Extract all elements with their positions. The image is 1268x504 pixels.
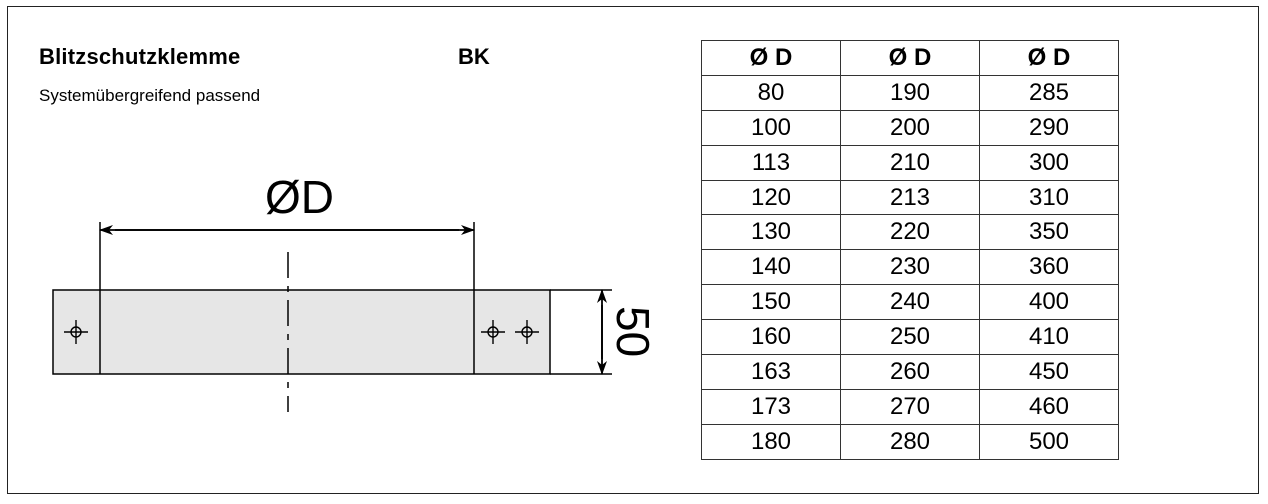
table-cell: 150 <box>701 284 841 321</box>
table-header-row: Ø D Ø D Ø D <box>701 40 1119 76</box>
hole-left-icon <box>64 320 88 344</box>
table-header-cell: Ø D <box>701 40 841 76</box>
diameter-label: ØD <box>265 171 334 223</box>
table-cell: 173 <box>701 388 841 425</box>
table-cell: 260 <box>840 354 980 390</box>
table-cell: 230 <box>840 249 980 286</box>
table-cell: 80 <box>701 74 841 111</box>
table-cell: 290 <box>979 109 1119 146</box>
table-cell: 350 <box>979 214 1119 251</box>
table-cell: 220 <box>840 214 980 251</box>
table-cell: 180 <box>701 423 841 460</box>
table-cell: 120 <box>701 179 841 216</box>
table-header-cell: Ø D <box>979 40 1119 76</box>
document-frame <box>7 6 1259 494</box>
table-cell: 130 <box>701 214 841 251</box>
table-cell: 360 <box>979 249 1119 286</box>
table-header-cell: Ø D <box>840 40 980 76</box>
hole-right-2-icon <box>515 320 539 344</box>
product-title: Blitzschutzklemme <box>39 44 241 69</box>
product-code: BK <box>458 44 490 69</box>
table-cell: 285 <box>979 74 1119 111</box>
hole-right-1-icon <box>481 320 505 344</box>
table-cell: 213 <box>840 179 980 216</box>
table-cell: 410 <box>979 319 1119 356</box>
table-cell: 400 <box>979 284 1119 321</box>
table-cell: 450 <box>979 354 1119 390</box>
table-cell: 240 <box>840 284 980 321</box>
table-cell: 210 <box>840 144 980 181</box>
table-cell: 460 <box>979 388 1119 425</box>
table-cell: 100 <box>701 109 841 146</box>
table-cell: 250 <box>840 319 980 356</box>
table-cell: 190 <box>840 74 980 111</box>
table-cell: 140 <box>701 249 841 286</box>
table-cell: 200 <box>840 109 980 146</box>
height-label: 50 <box>607 306 659 358</box>
table-cell: 163 <box>701 354 841 390</box>
table-cell: 500 <box>979 423 1119 460</box>
clamp-body <box>52 289 551 375</box>
table-cell: 300 <box>979 144 1119 181</box>
table-cell: 310 <box>979 179 1119 216</box>
table-cell: 280 <box>840 423 980 460</box>
product-subtitle: Systemübergreifend passend <box>39 86 261 105</box>
table-cell: 113 <box>701 144 841 181</box>
table-cell: 270 <box>840 388 980 425</box>
table-cell: 160 <box>701 319 841 356</box>
